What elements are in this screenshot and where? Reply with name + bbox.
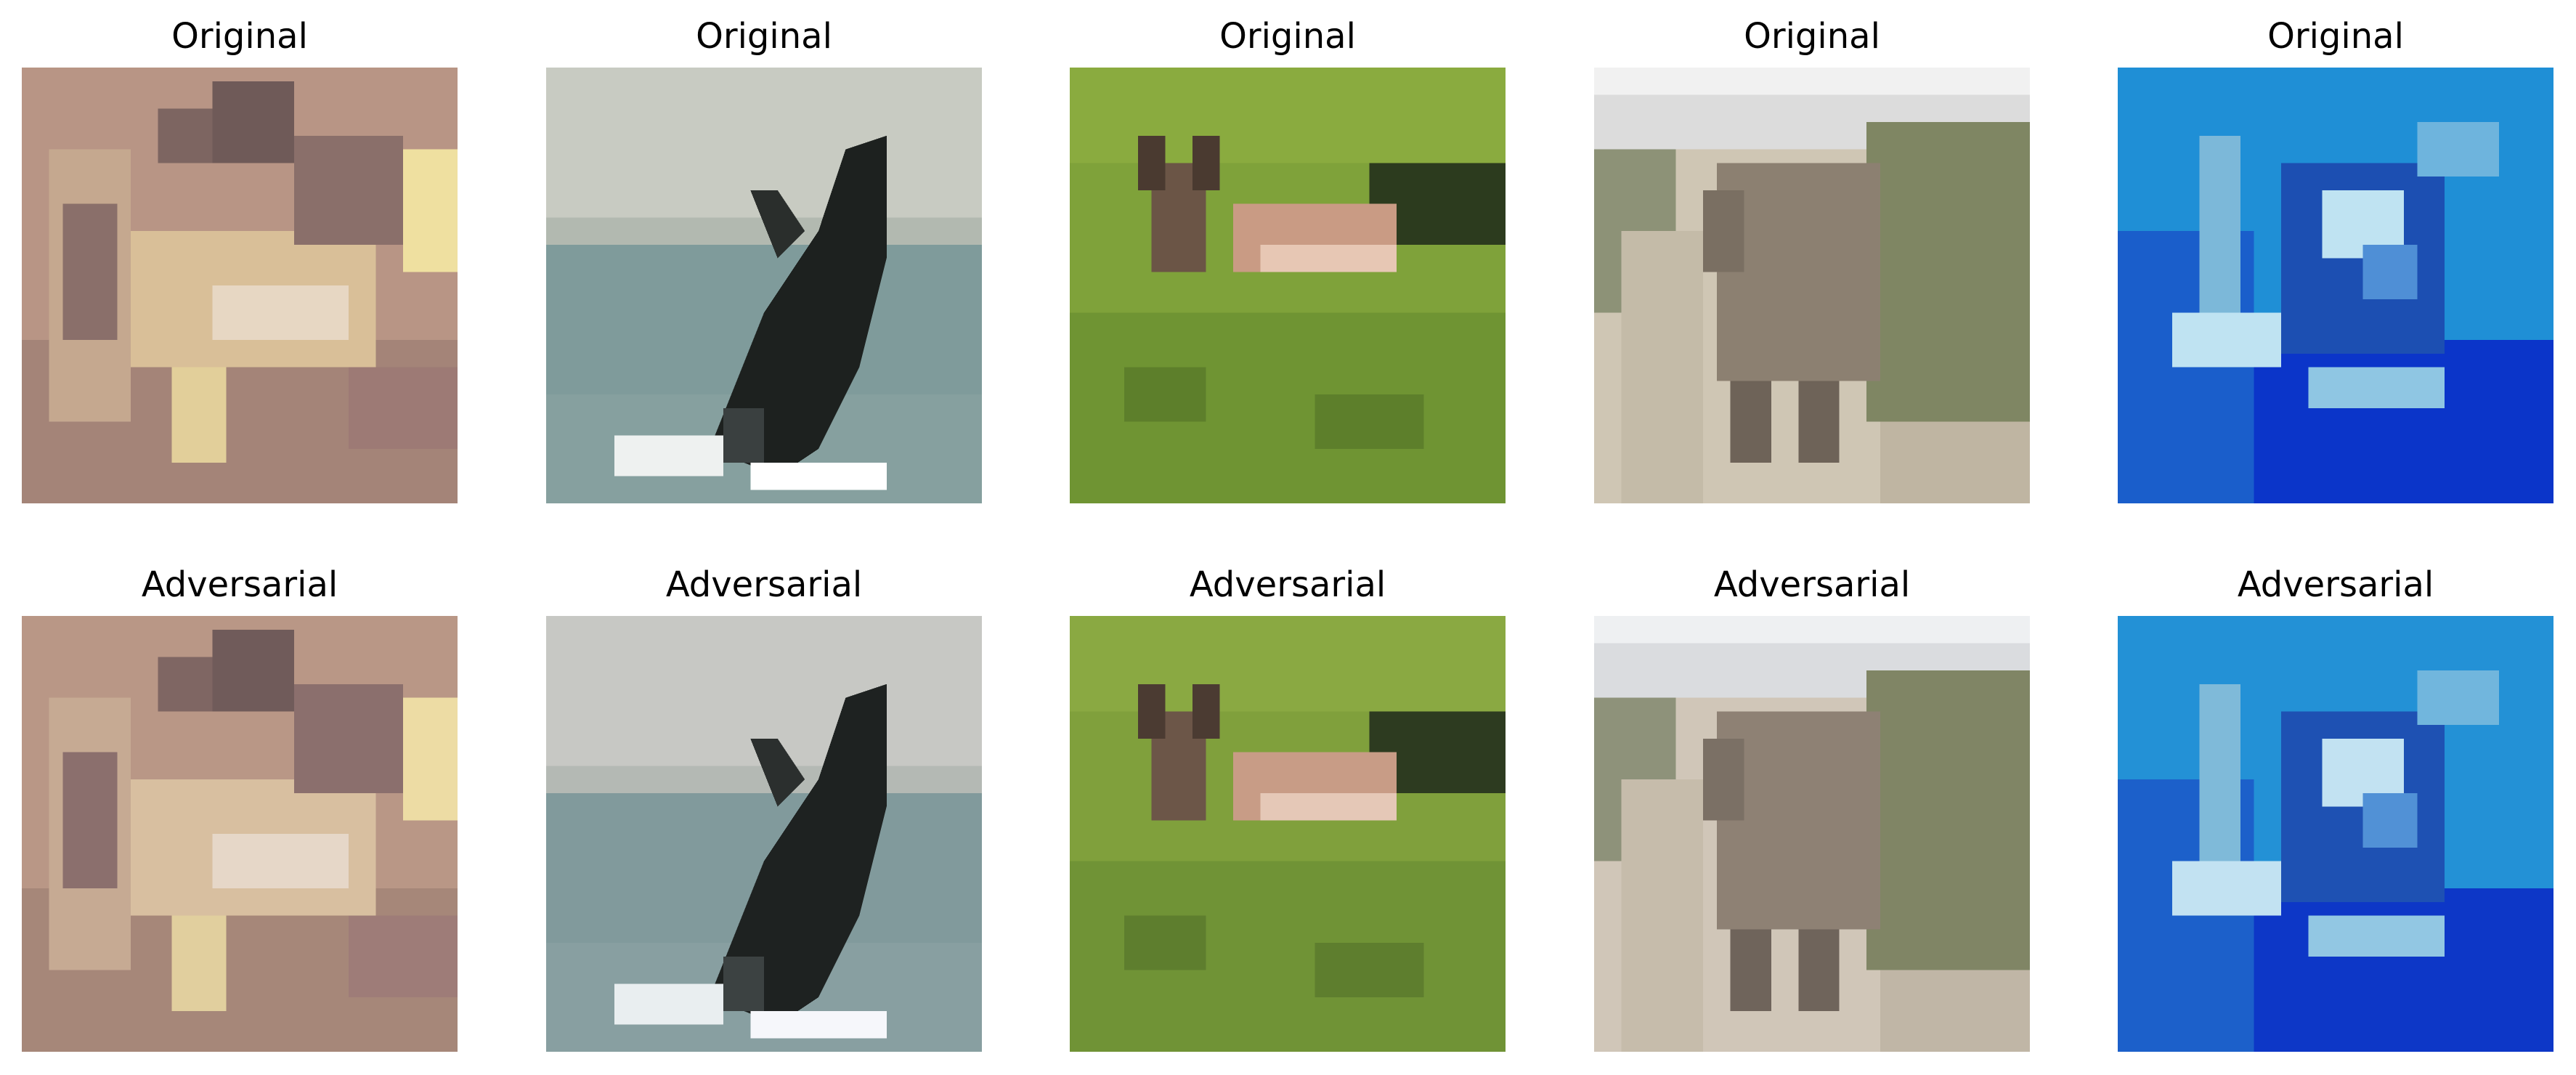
panel-title: Original: [696, 16, 832, 57]
panel-title: Original: [2267, 16, 2404, 57]
panel-title: Original: [1219, 16, 1356, 57]
thumbnail-whale-adversarial: [546, 616, 982, 1052]
panel-title: Adversarial: [1713, 564, 1911, 605]
panel-title: Adversarial: [2237, 564, 2434, 605]
panel-title: Adversarial: [141, 564, 338, 605]
thumbnail-elephant: [1594, 68, 2030, 503]
thumbnail-whale: [546, 68, 982, 503]
panel-title: Original: [1744, 16, 1880, 57]
panel-title: Original: [171, 16, 308, 57]
panel-title: Adversarial: [1189, 564, 1386, 605]
thumbnail-deer-adversarial: [1070, 616, 1506, 1052]
panel-title: Adversarial: [665, 564, 863, 605]
thumbnail-turtle-adversarial: [2118, 616, 2553, 1052]
thumbnail-turtle: [2118, 68, 2553, 503]
thumbnail-elephant-adversarial: [1594, 616, 2030, 1052]
thumbnail-cat-adversarial: [22, 616, 458, 1052]
thumbnail-cat: [22, 68, 458, 503]
thumbnail-deer: [1070, 68, 1506, 503]
